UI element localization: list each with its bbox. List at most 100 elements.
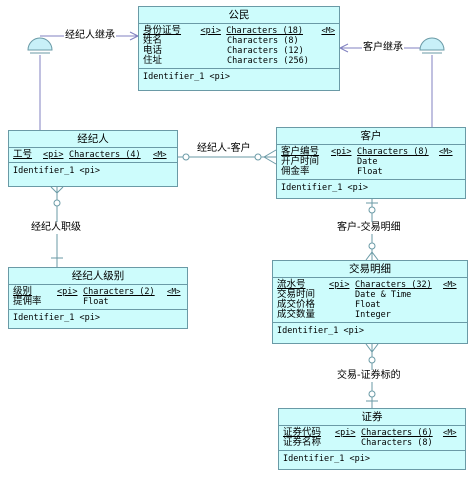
relationship-broker-customer — [178, 149, 277, 165]
attr-type: Float — [83, 297, 109, 307]
attr-type: Characters (2) — [83, 287, 155, 297]
attr-pi — [335, 438, 361, 448]
attr-pi: <pi> — [43, 150, 64, 160]
attribute-row: 成交数量 Integer — [277, 309, 463, 321]
attr-name: 开户时间 — [281, 156, 320, 167]
attr-pi: <pi> — [329, 280, 350, 290]
attr-name: 电话 — [143, 45, 163, 56]
label-broker-inherit: 经纪人继承 — [64, 30, 116, 42]
attr-type: Characters (256) — [227, 56, 309, 66]
attr-pi — [201, 56, 227, 66]
attribute-row: 身份证号<pi>Characters (18)<M> — [143, 25, 335, 37]
attribute-row: 级别 <pi> Characters (2) <M> — [13, 286, 183, 298]
attribute-row: 开户时间 Date — [281, 156, 461, 168]
attribute-row: 工号 <pi> Characters (4) <M> — [13, 149, 173, 161]
attr-name: 证券名称 — [283, 437, 322, 448]
entity-title: 经纪人 — [9, 131, 177, 148]
attribute-row: 成交价格 Float — [277, 299, 463, 311]
attr-pi: <pi> — [57, 287, 78, 297]
attr-pi — [331, 157, 357, 167]
entity-title: 客户 — [277, 128, 465, 145]
entity-attributes: 工号 <pi> Characters (4) <M> — [9, 148, 177, 163]
attribute-row: 电话 Characters (12) — [143, 45, 335, 57]
inheritance-customer-citizen — [339, 37, 445, 130]
entity-title: 证券 — [279, 409, 465, 426]
entity-identifier: Identifier_1 <pi> — [143, 72, 230, 82]
entity-identifier: Identifier_1 <pi> — [13, 313, 100, 323]
attr-mandatory: <M> — [439, 147, 453, 156]
entity-broker[interactable]: 经纪人 工号 <pi> Characters (4) <M> Identifier_1… — [8, 130, 178, 187]
attribute-row: 住址 Characters (256) — [143, 55, 335, 67]
attr-name: 流水号 — [277, 279, 306, 290]
label-customer-trade: 客户-交易明细 — [336, 222, 402, 234]
attr-pi — [201, 36, 227, 46]
attr-name: 客户编号 — [281, 146, 320, 157]
attribute-row: 流水号<pi>Characters (32)<M> — [277, 279, 463, 291]
attr-name: 工号 — [13, 149, 33, 160]
attr-pi: <pi> — [335, 428, 356, 438]
inheritance-broker-citizen — [27, 31, 139, 130]
attribute-row: 客户编号 <pi> Characters (8) <M> — [281, 146, 461, 158]
attr-mandatory: <M> — [167, 287, 181, 296]
entity-title: 公民 — [139, 7, 339, 24]
attribute-row: 证券代码<pi>Characters (6)<M> — [283, 428, 461, 439]
entity-broker-level[interactable]: 经纪人级别 级别 <pi> Characters (2) <M> 提佣率 Float I… — [8, 267, 188, 329]
attr-type: Float — [357, 167, 383, 177]
attr-type: Integer — [355, 310, 391, 320]
label-broker-level: 经纪人职级 — [30, 222, 82, 234]
attr-mandatory: <M> — [443, 428, 457, 437]
attr-name: 提佣率 — [13, 296, 42, 307]
attribute-row: 交易时间 Date & Time — [277, 289, 463, 301]
attr-mandatory: <M> — [443, 280, 457, 289]
attr-mandatory: <M> — [153, 150, 167, 159]
entity-customer[interactable]: 客户 客户编号 <pi> Characters (8) <M> 开户时间 Date 佣金… — [276, 127, 466, 199]
entity-title: 经纪人级别 — [9, 268, 187, 285]
attr-type: Characters (4) — [69, 150, 141, 160]
attr-pi — [201, 46, 227, 56]
attr-pi: <pi> — [331, 147, 352, 157]
entity-identifier: Identifier_1 <pi> — [281, 183, 368, 193]
attr-name: 成交数量 — [277, 309, 316, 320]
attr-pi — [329, 310, 355, 320]
relationship-trade-security — [365, 343, 379, 408]
attr-type: Characters (8) — [361, 438, 433, 448]
label-broker-customer: 经纪人-客户 — [196, 143, 252, 155]
entity-identifier: Identifier_1 <pi> — [283, 454, 370, 464]
entity-identifier: Identifier_1 <pi> — [277, 326, 364, 336]
attr-name: 成交价格 — [277, 299, 316, 310]
attr-type: Date & Time — [355, 290, 412, 300]
attr-mandatory: <M> — [321, 26, 335, 35]
attr-pi — [331, 167, 357, 177]
attr-name: 姓名 — [143, 35, 163, 46]
attribute-row: 姓名 Characters (8) — [143, 35, 335, 47]
attr-name: 级别 — [13, 286, 33, 297]
entity-identifier: Identifier_1 <pi> — [13, 166, 100, 176]
attr-type: Characters (12) — [227, 46, 304, 56]
attribute-row: 提佣率 Float — [13, 296, 183, 308]
entity-attributes: 证券代码<pi>Characters (6)<M> 证券名称 Characters… — [279, 426, 465, 451]
attr-name: 住址 — [143, 55, 163, 66]
attr-name: 身份证号 — [143, 25, 182, 36]
attr-type: Characters (8) — [357, 147, 429, 157]
attr-type: Characters (18) — [226, 26, 304, 36]
entity-attributes: 级别 <pi> Characters (2) <M> 提佣率 Float — [9, 285, 187, 310]
label-customer-inherit: 客户继承 — [362, 42, 404, 54]
attr-type: Float — [355, 300, 381, 310]
relationship-customer-trade — [365, 199, 379, 261]
label-trade-security: 交易-证券标的 — [336, 370, 402, 382]
entity-security[interactable]: 证券 证券代码<pi>Characters (6)<M> 证券名称 Charact… — [278, 408, 466, 470]
attr-pi — [57, 297, 83, 307]
attribute-row: 佣金率 Float — [281, 166, 461, 178]
attr-name: 交易时间 — [277, 289, 316, 300]
attr-pi — [329, 300, 355, 310]
attr-name: 佣金率 — [281, 166, 310, 177]
attr-type: Characters (8) — [227, 36, 299, 46]
entity-title: 交易明细 — [273, 261, 467, 278]
attr-type: Date — [357, 157, 378, 167]
attr-pi — [329, 290, 355, 300]
